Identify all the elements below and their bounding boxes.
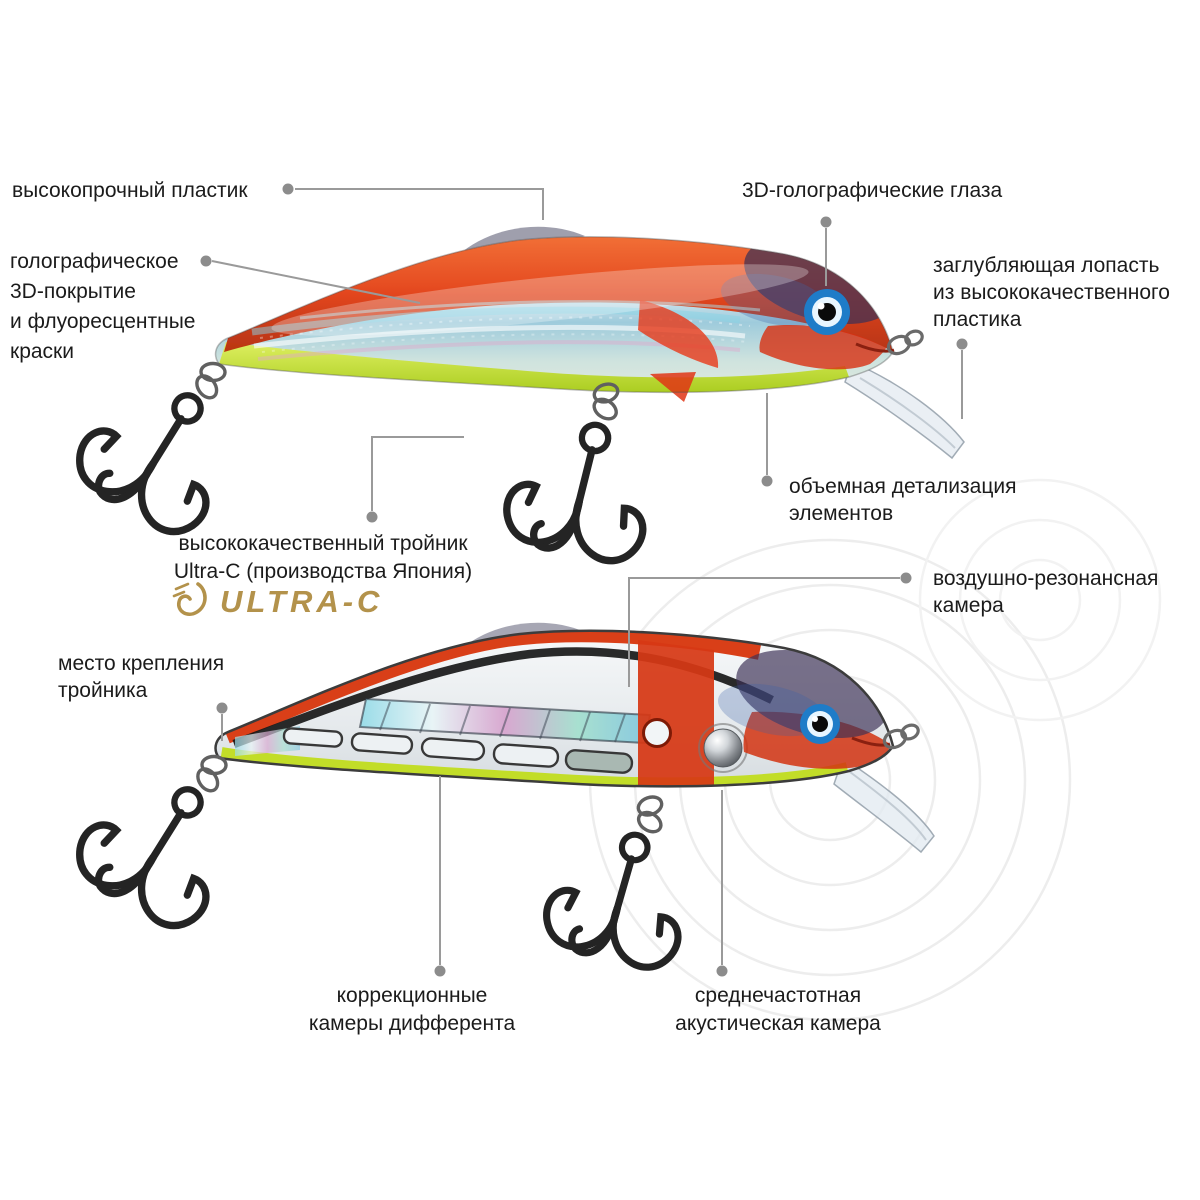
leader-air xyxy=(628,577,900,687)
holographic-eye-top xyxy=(804,289,850,335)
mouth-line-bottom xyxy=(851,736,891,747)
label-hook-attachment: место крепления тройника xyxy=(58,650,224,704)
trim-line-2: камеры дифферента xyxy=(308,1012,516,1035)
treble-hook-bottom-tail xyxy=(66,755,253,940)
acoustic-line-1: среднечастотная xyxy=(694,984,862,1007)
label-durable-plastic: высокопрочный пластик xyxy=(12,177,248,204)
detail-line-1: объемная детализация xyxy=(789,475,1017,498)
leader-plastic xyxy=(295,188,544,220)
leader-lines xyxy=(211,188,963,965)
lip-line-3: пластика xyxy=(933,308,1022,331)
lip-line-2: из высококачественного xyxy=(933,281,1170,304)
ultra-c-logo: ULTRA-C xyxy=(170,581,383,623)
treble-line-1: высококачественный тройник xyxy=(178,532,468,555)
treble-hook-top-tail xyxy=(66,361,253,546)
acoustic-ball xyxy=(703,728,743,768)
label-trim-chambers: коррекционные камеры дифферента xyxy=(298,982,526,1038)
label-treble-hook: высококачественный тройник Ultra-C (прои… xyxy=(158,530,488,586)
label-3d-eyes: 3D-голографические глаза xyxy=(742,177,1002,204)
line-tie-top xyxy=(886,329,924,356)
acoustic-line-2: акустическая камера xyxy=(675,1012,881,1035)
holographic-eye-bottom xyxy=(800,704,840,744)
label-volumetric-detail: объемная детализация элементов xyxy=(789,473,1016,527)
treble-hook-top-belly xyxy=(499,408,665,569)
air-line-1: воздушно-резонансная xyxy=(933,567,1159,590)
coating-line-1: голографическое xyxy=(10,250,179,273)
mouth-line-top xyxy=(855,342,895,353)
detail-line-2: элементов xyxy=(789,502,894,525)
attach-line-1: место крепления xyxy=(58,652,225,675)
red-fin-top xyxy=(650,372,696,402)
label-diving-lip: заглубляющая лопасть из высококачественн… xyxy=(933,252,1170,333)
coating-line-4: краски xyxy=(10,340,74,363)
label-acoustic-chamber: среднечастотная акустическая камера xyxy=(658,982,898,1038)
label-air-chamber: воздушно-резонансная камера xyxy=(933,565,1158,619)
air-line-2: камера xyxy=(933,594,1004,617)
diving-lip-top xyxy=(844,360,965,460)
logo-text: ULTRA-C xyxy=(220,584,384,619)
air-chamber-port xyxy=(642,718,672,748)
trim-line-1: коррекционные xyxy=(336,984,488,1007)
leader-treble xyxy=(371,436,464,511)
treble-line-2: Ultra-C (производства Япония) xyxy=(173,560,473,583)
leader-dots xyxy=(200,183,968,977)
hook-logo-icon xyxy=(172,582,207,617)
line-tie-bottom xyxy=(882,723,920,750)
treble-hook-bottom-belly xyxy=(538,817,703,977)
coating-line-2: 3D-покрытие xyxy=(10,280,136,303)
label-holographic-coating: голографическое 3D-покрытие и флуоресцен… xyxy=(10,247,195,367)
eyes-text: 3D-голографические глаза xyxy=(742,179,1003,202)
label-durable-plastic-text: высокопрочный пластик xyxy=(12,179,248,202)
leader-coating xyxy=(211,260,421,304)
trim-chamber-slots xyxy=(282,727,634,774)
bottom-lure xyxy=(66,622,935,977)
diving-lip-bottom xyxy=(833,756,935,854)
lip-line-1: заглубляющая лопасть xyxy=(933,254,1160,277)
coating-line-3: и флуоресцентные xyxy=(10,310,196,333)
attach-line-2: тройника xyxy=(58,679,148,702)
